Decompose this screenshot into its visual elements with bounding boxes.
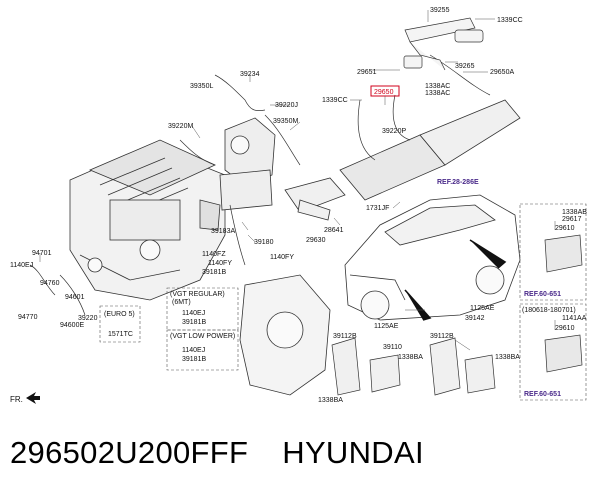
vehicle-illustration	[344, 194, 521, 321]
caption: 296502U200FFF HYUNDAI	[10, 428, 590, 478]
label-39234: 39234	[240, 71, 260, 78]
label-1571tc: 1571TC	[108, 331, 133, 338]
vgt-low-box	[166, 329, 239, 371]
leader-lines	[39, 10, 556, 351]
inset-box-lower	[519, 303, 587, 401]
label-28641: 28641	[324, 227, 344, 234]
label-29617: 29617	[562, 216, 582, 223]
label-39220m: 39220M	[168, 123, 193, 130]
label-1140ej-low: 1140EJ	[182, 347, 205, 354]
label-1140fz: 1140FZ	[202, 251, 226, 258]
label-29650-highlight[interactable]: 29650	[374, 89, 394, 96]
label-29610-a: 29610	[555, 225, 575, 232]
ref-60-651-b[interactable]: REF.60-651	[524, 391, 561, 398]
vgt-regular-box	[166, 287, 239, 331]
ecu-bracket-illustrations	[331, 337, 496, 396]
label-39112b-a: 39112B	[333, 333, 357, 340]
caption-part-number: 296502U200FFF	[10, 435, 249, 470]
bracket-39255-illustration	[403, 17, 484, 71]
ref-60-651-a[interactable]: REF.60-651	[524, 291, 561, 298]
vehicle-pointer-arrow-1	[469, 239, 507, 269]
part-labels: 39255 1339CC 29651 29650 1338AC 1338AC 3…	[10, 7, 587, 404]
label-1141aa: 1141AA	[562, 315, 587, 322]
label-1140ej-reg: 1140EJ	[182, 310, 205, 317]
label-1140fy-b: 1140FY	[270, 254, 294, 261]
exhaust-pipe-illustration	[284, 99, 521, 221]
label-39350m: 39350M	[273, 118, 298, 125]
label-vgt-regular-sub: (6MT)	[172, 299, 191, 306]
label-29610-b: 29610	[555, 325, 575, 332]
label-39142: 39142	[465, 315, 485, 322]
label-29651: 29651	[357, 69, 377, 76]
ecu-module-illustrations	[544, 234, 583, 373]
label-1338ba-a: 1338BA	[398, 354, 423, 361]
vehicle-pointer-arrow-2	[404, 289, 432, 321]
fr-arrow-icon	[26, 392, 40, 404]
label-39181b-reg: 39181B	[182, 319, 206, 326]
label-39265: 39265	[455, 63, 475, 70]
label-fr: FR.	[10, 395, 23, 404]
inset-box-upper	[519, 203, 587, 301]
label-39180: 39180	[254, 239, 274, 246]
label-94770: 94770	[18, 314, 38, 321]
label-1125ae-b: 1125AE	[374, 323, 399, 330]
engine-block-illustration	[69, 139, 226, 301]
label-vgt-regular: (VGT REGULAR)	[170, 291, 225, 298]
label-94600e: 94600E	[60, 322, 84, 329]
label-39112b-b: 39112B	[430, 333, 454, 340]
label-1140ej-left: 1140EJ	[10, 262, 33, 269]
transmission-illustration	[239, 274, 331, 396]
label-94760: 94760	[40, 280, 60, 287]
label-29650a: 29650A	[490, 69, 514, 76]
caption-brand: HYUNDAI	[282, 435, 424, 470]
label-1338ba-c: 1338BA	[318, 397, 343, 404]
sensor-wires	[29, 54, 491, 316]
label-29630: 29630	[306, 237, 326, 244]
label-39350l: 39350L	[190, 83, 213, 90]
label-39220p: 39220P	[382, 128, 406, 135]
label-39183a: 39183A	[211, 228, 235, 235]
label-39181b: 39181B	[202, 269, 226, 276]
label-39181b-low: 39181B	[182, 356, 206, 363]
label-1140fy-a: 1140FY	[208, 260, 232, 267]
label-1338ac-b: 1338AC	[425, 90, 450, 97]
label-39255: 39255	[430, 7, 450, 14]
parts-diagram: 39255 1339CC 29651 29650 1338AC 1338AC 3…	[10, 7, 587, 404]
label-39220j: 39220J	[275, 102, 298, 109]
label-1338ac-a: 1338AC	[425, 83, 450, 90]
label-39110: 39110	[383, 344, 402, 351]
label-1339cc-mid: 1339CC	[322, 97, 348, 104]
turbocharger-illustration	[219, 117, 276, 211]
euro5-box	[99, 305, 141, 343]
label-date-range: (180618-180701)	[522, 307, 576, 314]
label-1338ab: 1338AB	[562, 209, 587, 216]
label-1338ba-b: 1338BA	[495, 354, 520, 361]
label-euro5: (EURO 5)	[104, 311, 135, 318]
label-1125ae-a: 1125AE	[470, 305, 495, 312]
label-94601: 94601	[65, 294, 85, 301]
ref-28-286e[interactable]: REF.28-286E	[437, 179, 479, 186]
label-vgt-low: (VGT LOW POWER)	[170, 333, 235, 340]
label-1731jf: 1731JF	[366, 205, 389, 212]
label-1339cc-top: 1339CC	[497, 17, 523, 24]
label-39220: 39220	[78, 315, 98, 322]
label-94701: 94701	[32, 250, 52, 257]
